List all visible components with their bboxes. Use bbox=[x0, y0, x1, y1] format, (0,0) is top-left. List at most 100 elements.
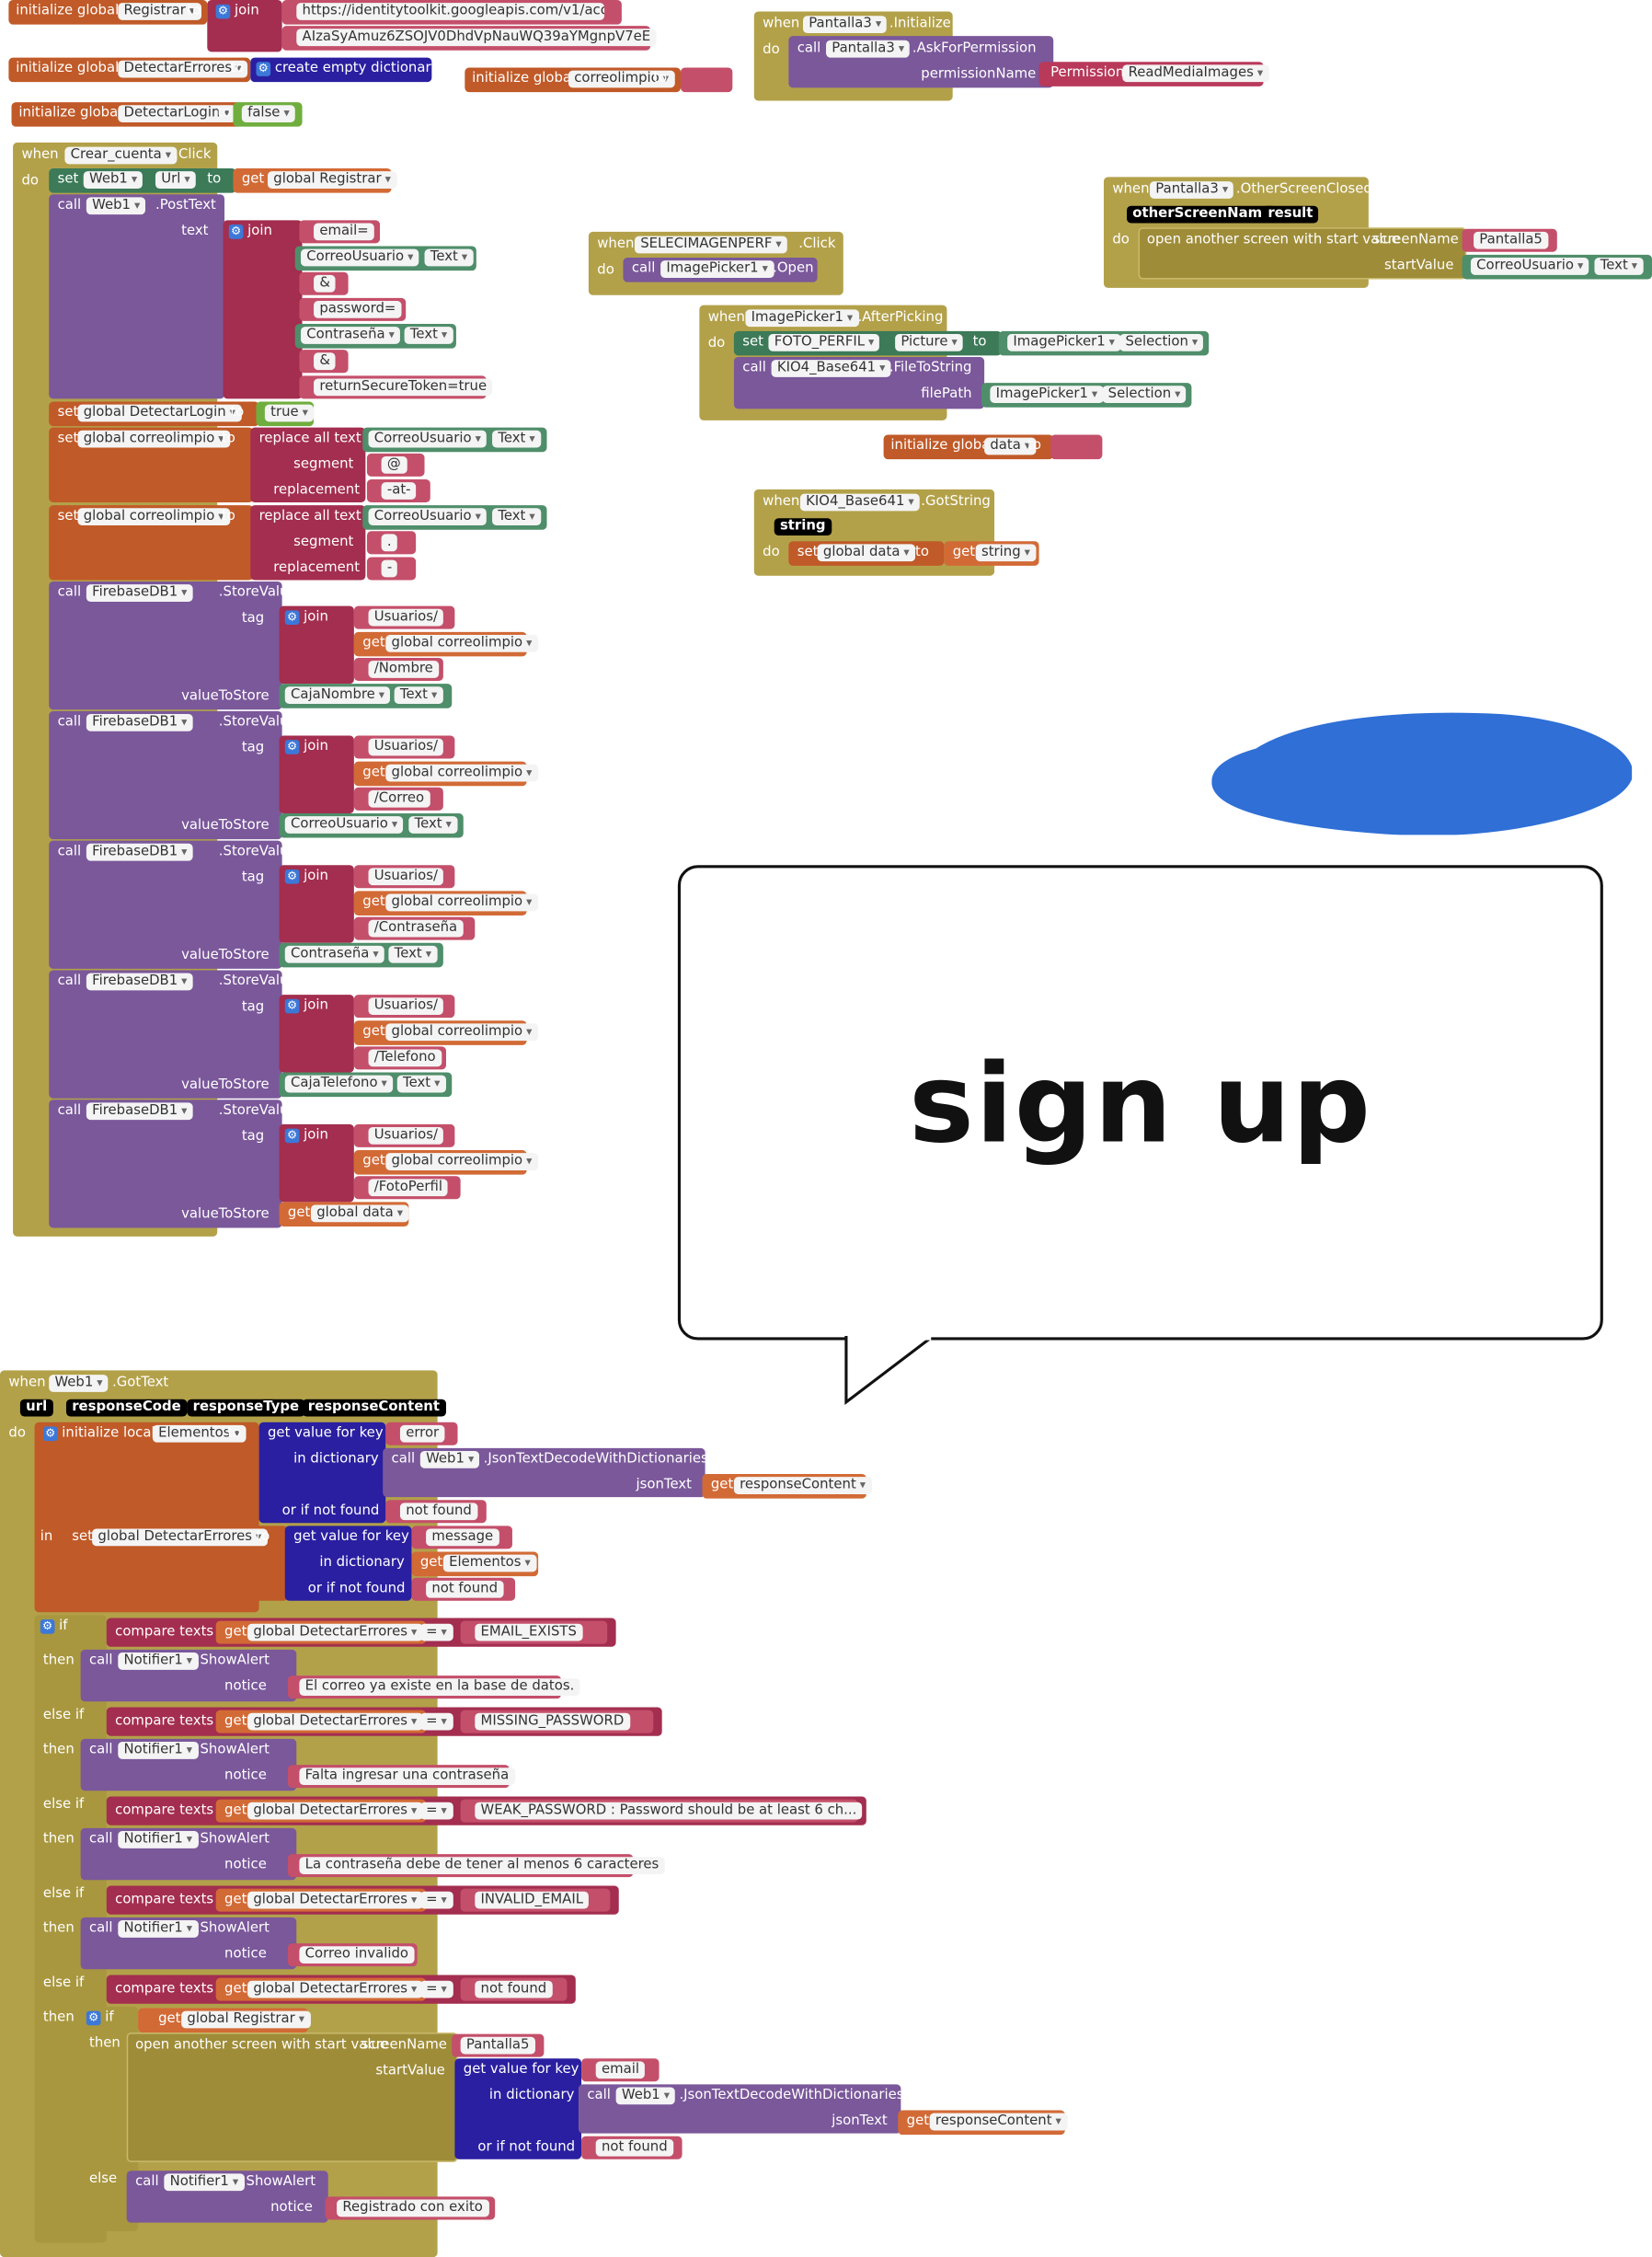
join-tag-fotoperfil[interactable]: ⚙join bbox=[279, 1123, 354, 1203]
text-nombre-path[interactable]: /Nombre bbox=[353, 657, 443, 682]
text-telefono-path[interactable]: /Telefono bbox=[353, 1046, 446, 1070]
get-value-for-key-message[interactable]: get value for key in dictionary or if no… bbox=[284, 1526, 412, 1601]
text-not-found-2[interactable]: not found bbox=[581, 2136, 683, 2159]
gear-icon[interactable]: ⚙ bbox=[284, 610, 300, 625]
set-web1-url-block[interactable]: set Web1 Url to bbox=[49, 168, 236, 193]
join-block-post[interactable]: ⚙join bbox=[223, 220, 303, 399]
text-return-secure-token[interactable]: returnSecureToken=true bbox=[299, 375, 493, 399]
text-block-key[interactable]: AIzaSyAmuz6ZSOJV0DhdVpNauWQ39aYMgnpV7eE bbox=[281, 26, 657, 51]
set-correolimpio-block-1[interactable]: set global correolimpio to bbox=[49, 427, 254, 503]
text-notice-2[interactable]: Falta ingresar una contraseña bbox=[287, 1765, 515, 1789]
text-at-replacement[interactable]: -at- bbox=[366, 478, 430, 503]
api-key-text[interactable]: AIzaSyAmuz6ZSOJV0DhdVpNauWQ39aYMgnpV7eE bbox=[296, 29, 657, 47]
web1-posttext-call[interactable]: call Web1 .PostText text bbox=[49, 194, 225, 399]
cajanombre-text-getter[interactable]: CajaNombreText bbox=[279, 684, 453, 708]
text-usuarios[interactable]: Usuarios/ bbox=[353, 605, 455, 629]
gear-icon[interactable]: ⚙ bbox=[284, 740, 300, 754]
set-correolimpio-block-2[interactable]: set global correolimpio to bbox=[49, 505, 254, 581]
init-global-correolimpio-block[interactable]: initialize global correolimpio to bbox=[465, 67, 682, 93]
join-tag-nombre[interactable]: ⚙join bbox=[279, 605, 354, 685]
get-value-for-key-email[interactable]: get value for key in dictionary or if no… bbox=[454, 2058, 582, 2159]
web1-jsondecode-call[interactable]: call Web1 .JsonTextDecodeWithDictionarie… bbox=[383, 1447, 708, 1498]
text-not-found[interactable]: not found bbox=[385, 1500, 487, 1524]
text-dot[interactable]: . bbox=[366, 531, 417, 555]
gear-icon[interactable]: ⚙ bbox=[40, 1619, 55, 1634]
text-ampersand-1[interactable]: & bbox=[299, 271, 349, 295]
join-tag-contrasena[interactable]: ⚙join bbox=[279, 865, 354, 943]
gear-icon[interactable]: ⚙ bbox=[256, 62, 271, 76]
correousuario-getter-r2[interactable]: CorreoUsuario Text bbox=[362, 505, 547, 530]
if-else-chain-block[interactable]: ⚙if then else if then else if then else … bbox=[34, 1615, 107, 2243]
text-password-eq[interactable]: password= bbox=[299, 297, 407, 321]
imagepicker-selection-getter[interactable]: ImagePicker1Selection bbox=[998, 330, 1210, 356]
permission-block[interactable]: Permission ReadMediaImages bbox=[1038, 62, 1269, 86]
gear-icon[interactable]: ⚙ bbox=[284, 869, 300, 884]
gear-icon[interactable]: ⚙ bbox=[284, 998, 300, 1014]
text-usuarios[interactable]: Usuarios/ bbox=[353, 735, 455, 759]
false-block[interactable]: false bbox=[233, 102, 303, 127]
contrasena-text-getter[interactable]: Contraseña Text bbox=[294, 324, 456, 349]
gear-icon[interactable]: ⚙ bbox=[86, 2010, 101, 2026]
text-error-key[interactable]: error bbox=[385, 1422, 458, 1445]
open-another-screen-block[interactable]: open another screen with start value scr… bbox=[1138, 227, 1467, 280]
empty-text-block[interactable] bbox=[681, 67, 733, 93]
text-ampersand-2[interactable]: & bbox=[299, 350, 349, 374]
kio4-filetostring-call[interactable]: call KIO4_Base641 .FileToString filePath bbox=[733, 356, 985, 409]
true-block[interactable]: true bbox=[256, 401, 315, 427]
get-string-block[interactable]: get string bbox=[944, 541, 1039, 566]
notifier-showalert-3[interactable]: call Notifier1 .ShowAlert notice bbox=[80, 1827, 297, 1881]
replace-all-text-1[interactable]: replace all text segment replacement bbox=[250, 427, 366, 503]
text-usuarios[interactable]: Usuarios/ bbox=[353, 865, 455, 889]
text-not-found[interactable]: not found bbox=[411, 1577, 516, 1601]
text-notice-4[interactable]: Correo invalido bbox=[287, 1943, 418, 1967]
text-fotoperfil-path[interactable]: /FotoPerfil bbox=[353, 1176, 461, 1200]
init-global-detectarerrores-block[interactable]: initialize global DetectarErrores to bbox=[8, 57, 251, 83]
text-correo-path[interactable]: /Correo bbox=[353, 787, 443, 811]
text-pantalla5-2[interactable]: Pantalla5 bbox=[452, 2033, 545, 2057]
notifier-showalert-1[interactable]: call Notifier1 .ShowAlert notice bbox=[80, 1649, 297, 1702]
ask-permission-call[interactable]: call Pantalla3 .AskForPermission permiss… bbox=[788, 36, 1054, 88]
set-detectarerrores-block[interactable]: set global DetectarErrores to bbox=[63, 1526, 288, 1601]
set-foto-perfil-picture[interactable]: set FOTO_PERFIL Picture to bbox=[733, 330, 1002, 356]
get-global-registrar-if[interactable]: get global Registrar bbox=[138, 2008, 311, 2033]
text-email-eq[interactable]: email= bbox=[299, 220, 381, 244]
join-tag-correo[interactable]: ⚙join bbox=[279, 735, 354, 813]
gear-icon[interactable]: ⚙ bbox=[228, 225, 244, 239]
gear-icon[interactable]: ⚙ bbox=[215, 4, 231, 19]
correousuario-text-getter[interactable]: CorreoUsuario Text bbox=[294, 246, 476, 271]
set-detectarlogin-block[interactable]: set global DetectarLogin to bbox=[49, 401, 259, 427]
text-pantalla5[interactable]: Pantalla5 bbox=[1462, 228, 1557, 252]
correousuario-text-getter-2[interactable]: CorreoUsuarioText bbox=[279, 812, 464, 838]
open-another-screen-block-2[interactable]: open another screen with start value scr… bbox=[126, 2032, 458, 2162]
notifier-showalert-4[interactable]: call Notifier1 .ShowAlert notice bbox=[80, 1917, 297, 1970]
firebase-storevalue-fotoperfil[interactable]: call FirebaseDB1 .StoreValue tag valueTo… bbox=[49, 1100, 297, 1228]
text-usuarios[interactable]: Usuarios/ bbox=[353, 1123, 455, 1147]
text-contrasena-path[interactable]: /Contraseña bbox=[353, 916, 476, 940]
text-notice-3[interactable]: La contraseña debe de tener al menos 6 c… bbox=[287, 1854, 665, 1878]
imagepicker-selection-filepath[interactable]: ImagePicker1Selection bbox=[981, 383, 1192, 408]
empty-text-block-data[interactable] bbox=[1050, 434, 1103, 460]
web1-jsondecode-call-2[interactable]: call Web1 .JsonTextDecodeWithDictionarie… bbox=[578, 2084, 904, 2134]
firebase-storevalue-correo[interactable]: call FirebaseDB1 .StoreValue tag valueTo… bbox=[49, 710, 297, 840]
cajatelefono-text-getter[interactable]: CajaTelefonoText bbox=[279, 1072, 453, 1098]
text-registrado-con-exito[interactable]: Registrado con exito bbox=[325, 2196, 496, 2220]
init-global-data-block[interactable]: initialize global data to bbox=[883, 434, 1054, 460]
var-name[interactable]: Registrar bbox=[118, 3, 201, 20]
create-empty-dictionary-block[interactable]: ⚙create empty dictionary bbox=[250, 57, 439, 83]
init-global-registrar-block[interactable]: initialize global Registrar to bbox=[8, 0, 208, 25]
join-tag-telefono[interactable]: ⚙join bbox=[279, 995, 354, 1073]
text-block-url[interactable]: https://identitytoolkit.googleapis.com/v… bbox=[281, 0, 622, 25]
text-dash[interactable]: - bbox=[366, 557, 417, 581]
url-text[interactable]: https://identitytoolkit.googleapis.com/v… bbox=[296, 3, 605, 20]
